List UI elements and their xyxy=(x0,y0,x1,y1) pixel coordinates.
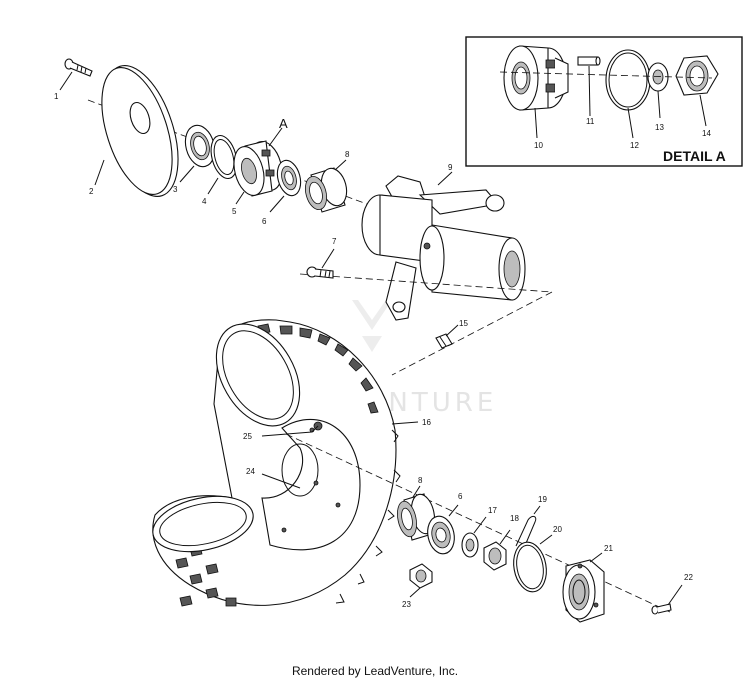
callout-8-lower: 8 xyxy=(418,476,423,485)
callout-21: 21 xyxy=(604,544,613,553)
callout-10: 10 xyxy=(534,141,543,150)
footer-credit: Rendered by LeadVenture, Inc. xyxy=(291,664,459,678)
callout-7: 7 xyxy=(332,237,337,246)
part-7-bolt xyxy=(306,266,334,279)
axis-line-diagonal xyxy=(391,291,553,376)
part-4-ring xyxy=(210,134,238,180)
callout-5: 5 xyxy=(232,207,237,216)
callout-12: 12 xyxy=(630,141,639,150)
part-16-tire xyxy=(152,319,401,607)
callout-2: 2 xyxy=(89,187,94,196)
part-2-brake-disc xyxy=(101,65,179,197)
callout-17: 17 xyxy=(488,506,497,515)
part-10-bearing-carrier xyxy=(503,45,569,111)
callout-8-upper: 8 xyxy=(345,150,350,159)
part-8-bearing-upper xyxy=(304,167,348,213)
detail-a-title: DETAIL A xyxy=(663,148,726,164)
part-18-castle-nut xyxy=(483,541,507,571)
part-11-pin xyxy=(577,56,601,66)
callout-11: 11 xyxy=(586,117,595,126)
part-24-rim xyxy=(261,418,361,551)
part-22-screw xyxy=(651,603,672,615)
callout-15: 15 xyxy=(459,319,468,328)
part-23-lug-nut xyxy=(409,563,433,589)
watermark-logo xyxy=(352,300,392,352)
part-1-bolt xyxy=(64,58,93,77)
detail-a-box: DETAIL A xyxy=(465,36,743,167)
part-17-washer xyxy=(461,532,479,558)
callout-1: 1 xyxy=(54,92,59,101)
callout-4: 4 xyxy=(202,197,207,206)
callout-25: 25 xyxy=(243,432,252,441)
callout-6-upper: 6 xyxy=(262,217,267,226)
axis-line-bolt xyxy=(299,273,553,293)
callout-20: 20 xyxy=(553,525,562,534)
callout-22: 22 xyxy=(684,573,693,582)
detail-a-callout: A xyxy=(279,116,288,131)
callout-16: 16 xyxy=(422,418,431,427)
callout-9: 9 xyxy=(448,163,453,172)
part-9-wheel-hub xyxy=(361,175,526,321)
part-6-bearing-upper xyxy=(276,159,302,197)
callout-14: 14 xyxy=(702,129,711,138)
axis-line-lower xyxy=(285,433,671,613)
callout-6-lower: 6 xyxy=(458,492,463,501)
callout-3: 3 xyxy=(173,185,178,194)
part-19-cotter-pin xyxy=(515,515,537,549)
part-21-hub-cap xyxy=(562,559,605,623)
part-20-o-ring xyxy=(513,541,547,593)
part-3-seal xyxy=(184,124,216,168)
callout-23: 23 xyxy=(402,600,411,609)
part-12-seal xyxy=(605,49,651,111)
part-5-bearing-carrier xyxy=(233,140,283,197)
callout-13: 13 xyxy=(655,123,664,132)
callout-19: 19 xyxy=(538,495,547,504)
callout-18: 18 xyxy=(510,514,519,523)
part-6-bearing-lower xyxy=(427,515,455,555)
part-14-nut xyxy=(675,55,719,96)
callout-24: 24 xyxy=(246,467,255,476)
part-25-valve-stem xyxy=(311,421,323,433)
part-15-nut xyxy=(435,333,453,349)
